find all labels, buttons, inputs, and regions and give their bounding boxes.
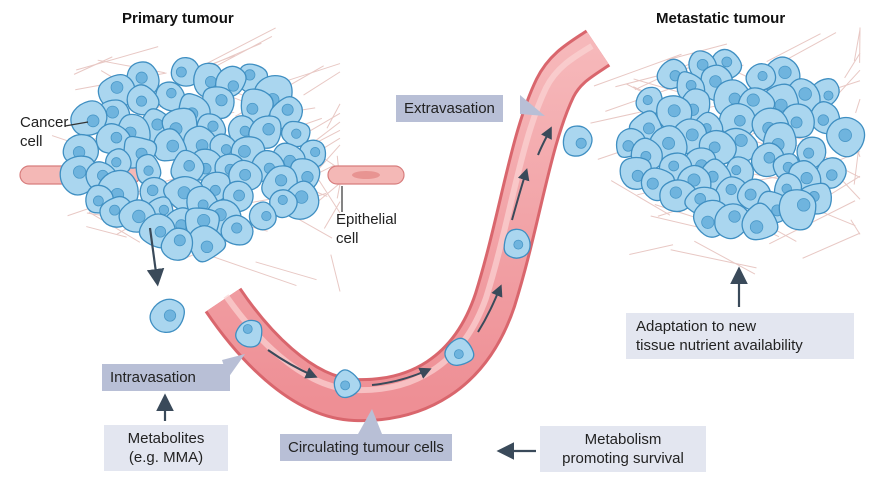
- metabolism-box: Metabolism promoting survival: [540, 426, 706, 472]
- flow-arrows: [267, 126, 552, 386]
- tissue-fibre: [850, 219, 861, 235]
- tissue-fibre: [326, 103, 341, 129]
- tissue-fibre: [838, 69, 861, 94]
- intravasation-box: Intravasation: [102, 364, 230, 391]
- cancer-cell: [70, 100, 108, 136]
- extravasation-box: Extravasation: [396, 95, 503, 122]
- metastatic-tumour-mass: [615, 48, 866, 241]
- tissue-fibre: [853, 29, 861, 62]
- metabolites-line1: Metabolites: [127, 430, 205, 447]
- circulating-tumour-cell: [235, 319, 263, 348]
- tissue-fibre: [629, 244, 674, 255]
- cancer-cell: [825, 116, 866, 158]
- flow-arrow-5: [537, 126, 552, 156]
- tissue-fibre: [694, 240, 756, 275]
- tissue-fibre: [323, 201, 341, 229]
- tissue-fibre: [303, 71, 341, 96]
- tissue-fibre: [855, 98, 861, 114]
- tissue-fibre: [255, 261, 317, 281]
- cancer-cell: [741, 202, 779, 241]
- tissue-fibre: [670, 249, 757, 269]
- tissue-fibre: [198, 27, 276, 68]
- epithelial-cell-label: Epithelial cell: [336, 210, 397, 248]
- tissue-fibre: [330, 254, 341, 292]
- cancer-cell: [815, 157, 847, 189]
- tissue-fibre: [593, 53, 682, 87]
- metastatic-tumour-title: Metastatic tumour: [656, 10, 786, 27]
- intravasation-arrow: [146, 227, 165, 287]
- epithelial-cell-label-line1: Epithelial: [336, 211, 397, 228]
- primary-tumour-mass: [59, 57, 327, 263]
- adaptation-line1: Adaptation to new: [636, 318, 757, 335]
- metabolism-line1: Metabolism: [584, 431, 662, 448]
- cancer-cell-pointer: [64, 121, 89, 127]
- epithelial-cell-label-line2: cell: [336, 230, 359, 247]
- tissue-fibre: [844, 52, 861, 79]
- metabolites-line2: (e.g. MMA): [128, 449, 204, 466]
- metabolism-line2: promoting survival: [562, 450, 684, 467]
- flow-arrow-2: [371, 367, 432, 386]
- cancer-cell: [97, 74, 136, 110]
- cancer-cell: [126, 84, 160, 116]
- extravasation-box-pointer: [520, 95, 545, 116]
- cancer-cell: [269, 189, 298, 219]
- metabolites-box: Metabolites (e.g. MMA): [104, 425, 228, 471]
- extravasating-cancer-cell: [562, 125, 593, 157]
- flow-arrow-4: [511, 168, 530, 221]
- epithelial-cell-right: [327, 165, 405, 185]
- cancer-cell-label-line1: Cancer: [20, 114, 69, 131]
- tissue-fibre: [73, 56, 113, 75]
- primary-tumour-title: Primary tumour: [122, 10, 234, 27]
- cancer-cell: [95, 123, 132, 155]
- cancer-cell: [170, 149, 205, 185]
- tissue-fibre: [86, 226, 127, 238]
- tissue-fibre: [336, 183, 341, 199]
- circulating-tumour-cell: [444, 337, 475, 367]
- flow-arrow-1: [267, 349, 318, 379]
- circulating-tumour-cells-box: Circulating tumour cells: [280, 434, 452, 461]
- adaptation-line2: tissue nutrient availability: [636, 337, 803, 354]
- tissue-fibre: [610, 180, 671, 216]
- tissue-fibre: [307, 112, 341, 133]
- tissue-fibre: [766, 33, 821, 62]
- cancer-cell: [248, 201, 277, 231]
- cancer-cell-label-line2: cell: [20, 133, 43, 150]
- cancer-cell: [170, 57, 201, 87]
- circulating-tumour-cell: [503, 228, 531, 259]
- cancer-cell: [160, 227, 194, 261]
- cancer-cell-label: Cancer cell: [20, 113, 68, 151]
- cancer-cell: [745, 63, 777, 92]
- circulating-box-pointer: [358, 409, 382, 434]
- cancer-cell: [778, 189, 817, 231]
- tissue-fibre: [802, 232, 861, 259]
- cancer-cell: [152, 128, 188, 162]
- tissue-fibre: [780, 32, 837, 64]
- blood-vessel: [204, 29, 611, 423]
- cancer-cell: [188, 225, 227, 263]
- cancer-cell: [220, 214, 254, 246]
- tissue-fibre: [295, 217, 333, 239]
- escaping-cancer-cell: [149, 298, 185, 333]
- flow-arrow-3: [477, 284, 503, 333]
- cancer-cell: [135, 153, 162, 185]
- adaptation-box: Adaptation to new tissue nutrient availa…: [626, 313, 854, 359]
- cancer-cell: [635, 86, 663, 115]
- circulating-tumour-cell: [333, 369, 362, 399]
- tissue-fibre: [76, 46, 159, 71]
